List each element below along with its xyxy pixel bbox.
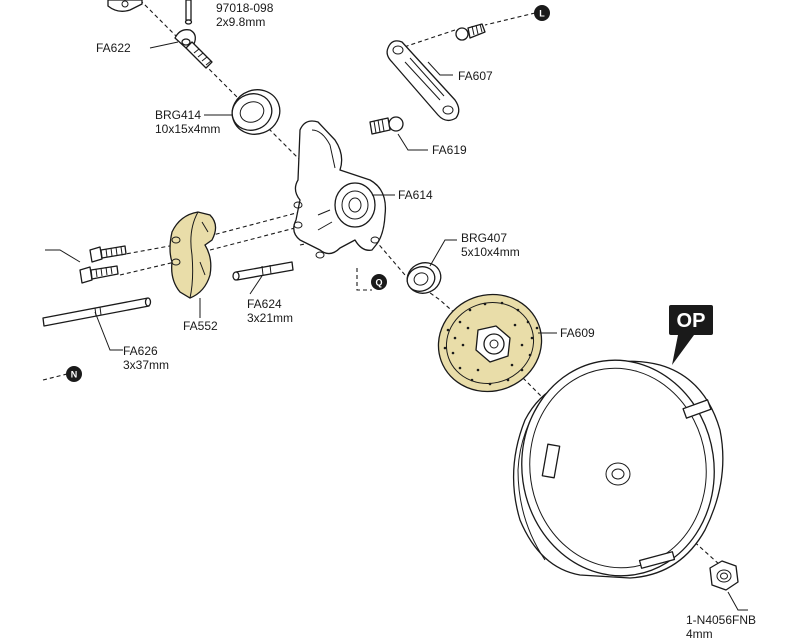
fa614-steering-knuckle (293, 120, 387, 259)
marker-l-label: L (539, 9, 545, 19)
marker-n: N (66, 366, 82, 382)
pin-97018-098 (184, 0, 193, 25)
label-fa626-line2: 3x37mm (123, 358, 169, 372)
marker-l: L (534, 5, 550, 21)
label-fa626-line1: FA626 (123, 344, 158, 358)
fa609-brake-disc (437, 293, 543, 393)
label-fa622: FA622 (96, 41, 131, 55)
label-nut-line2: 4mm (686, 627, 713, 640)
wheel-nut (709, 560, 739, 591)
leader-lines (94, 41, 748, 611)
label-fa624-line2: 3x21mm (247, 311, 293, 325)
fa622-ball-pin (174, 29, 213, 69)
label-97018-line1: 97018-098 (216, 1, 274, 15)
label-97018-line2: 2x9.8mm (216, 15, 265, 29)
brg414-bearing (231, 89, 281, 135)
fa607-link-arm (386, 40, 460, 122)
label-fa609: FA609 (560, 326, 595, 340)
op-badge: OP (669, 305, 713, 365)
fa626-pin (42, 297, 152, 327)
screw-lower (79, 265, 119, 284)
fa624-pin (232, 261, 294, 281)
brg407-bearing (406, 262, 442, 294)
op-wheel (512, 359, 724, 579)
chassis-edge-line (45, 249, 81, 263)
label-brg407-line1: BRG407 (461, 231, 507, 245)
label-brg407-line2: 5x10x4mm (461, 245, 520, 259)
part-labels: 97018-098 2x9.8mm FA622 FA607 BRG414 10x… (96, 1, 756, 640)
label-fa607: FA607 (458, 69, 493, 83)
marker-q-label: Q (375, 278, 382, 288)
label-brg414-line1: BRG414 (155, 108, 201, 122)
fa619-ball-stud (369, 116, 404, 135)
label-fa619: FA619 (432, 143, 467, 157)
screw-upper (89, 245, 127, 263)
label-fa624-line1: FA624 (247, 297, 282, 311)
label-fa614: FA614 (398, 188, 433, 202)
ball-stud-top (455, 23, 486, 41)
label-fa552: FA552 (183, 319, 218, 333)
label-brg414-line2: 10x15x4mm (155, 122, 220, 136)
label-nut-line1: 1-N4056FNB (686, 613, 756, 627)
op-badge-label: OP (677, 310, 706, 332)
marker-q: Q (371, 274, 387, 290)
partial-top-part (107, 0, 143, 12)
fa552-weight (169, 211, 217, 299)
marker-n-label: N (71, 370, 78, 380)
